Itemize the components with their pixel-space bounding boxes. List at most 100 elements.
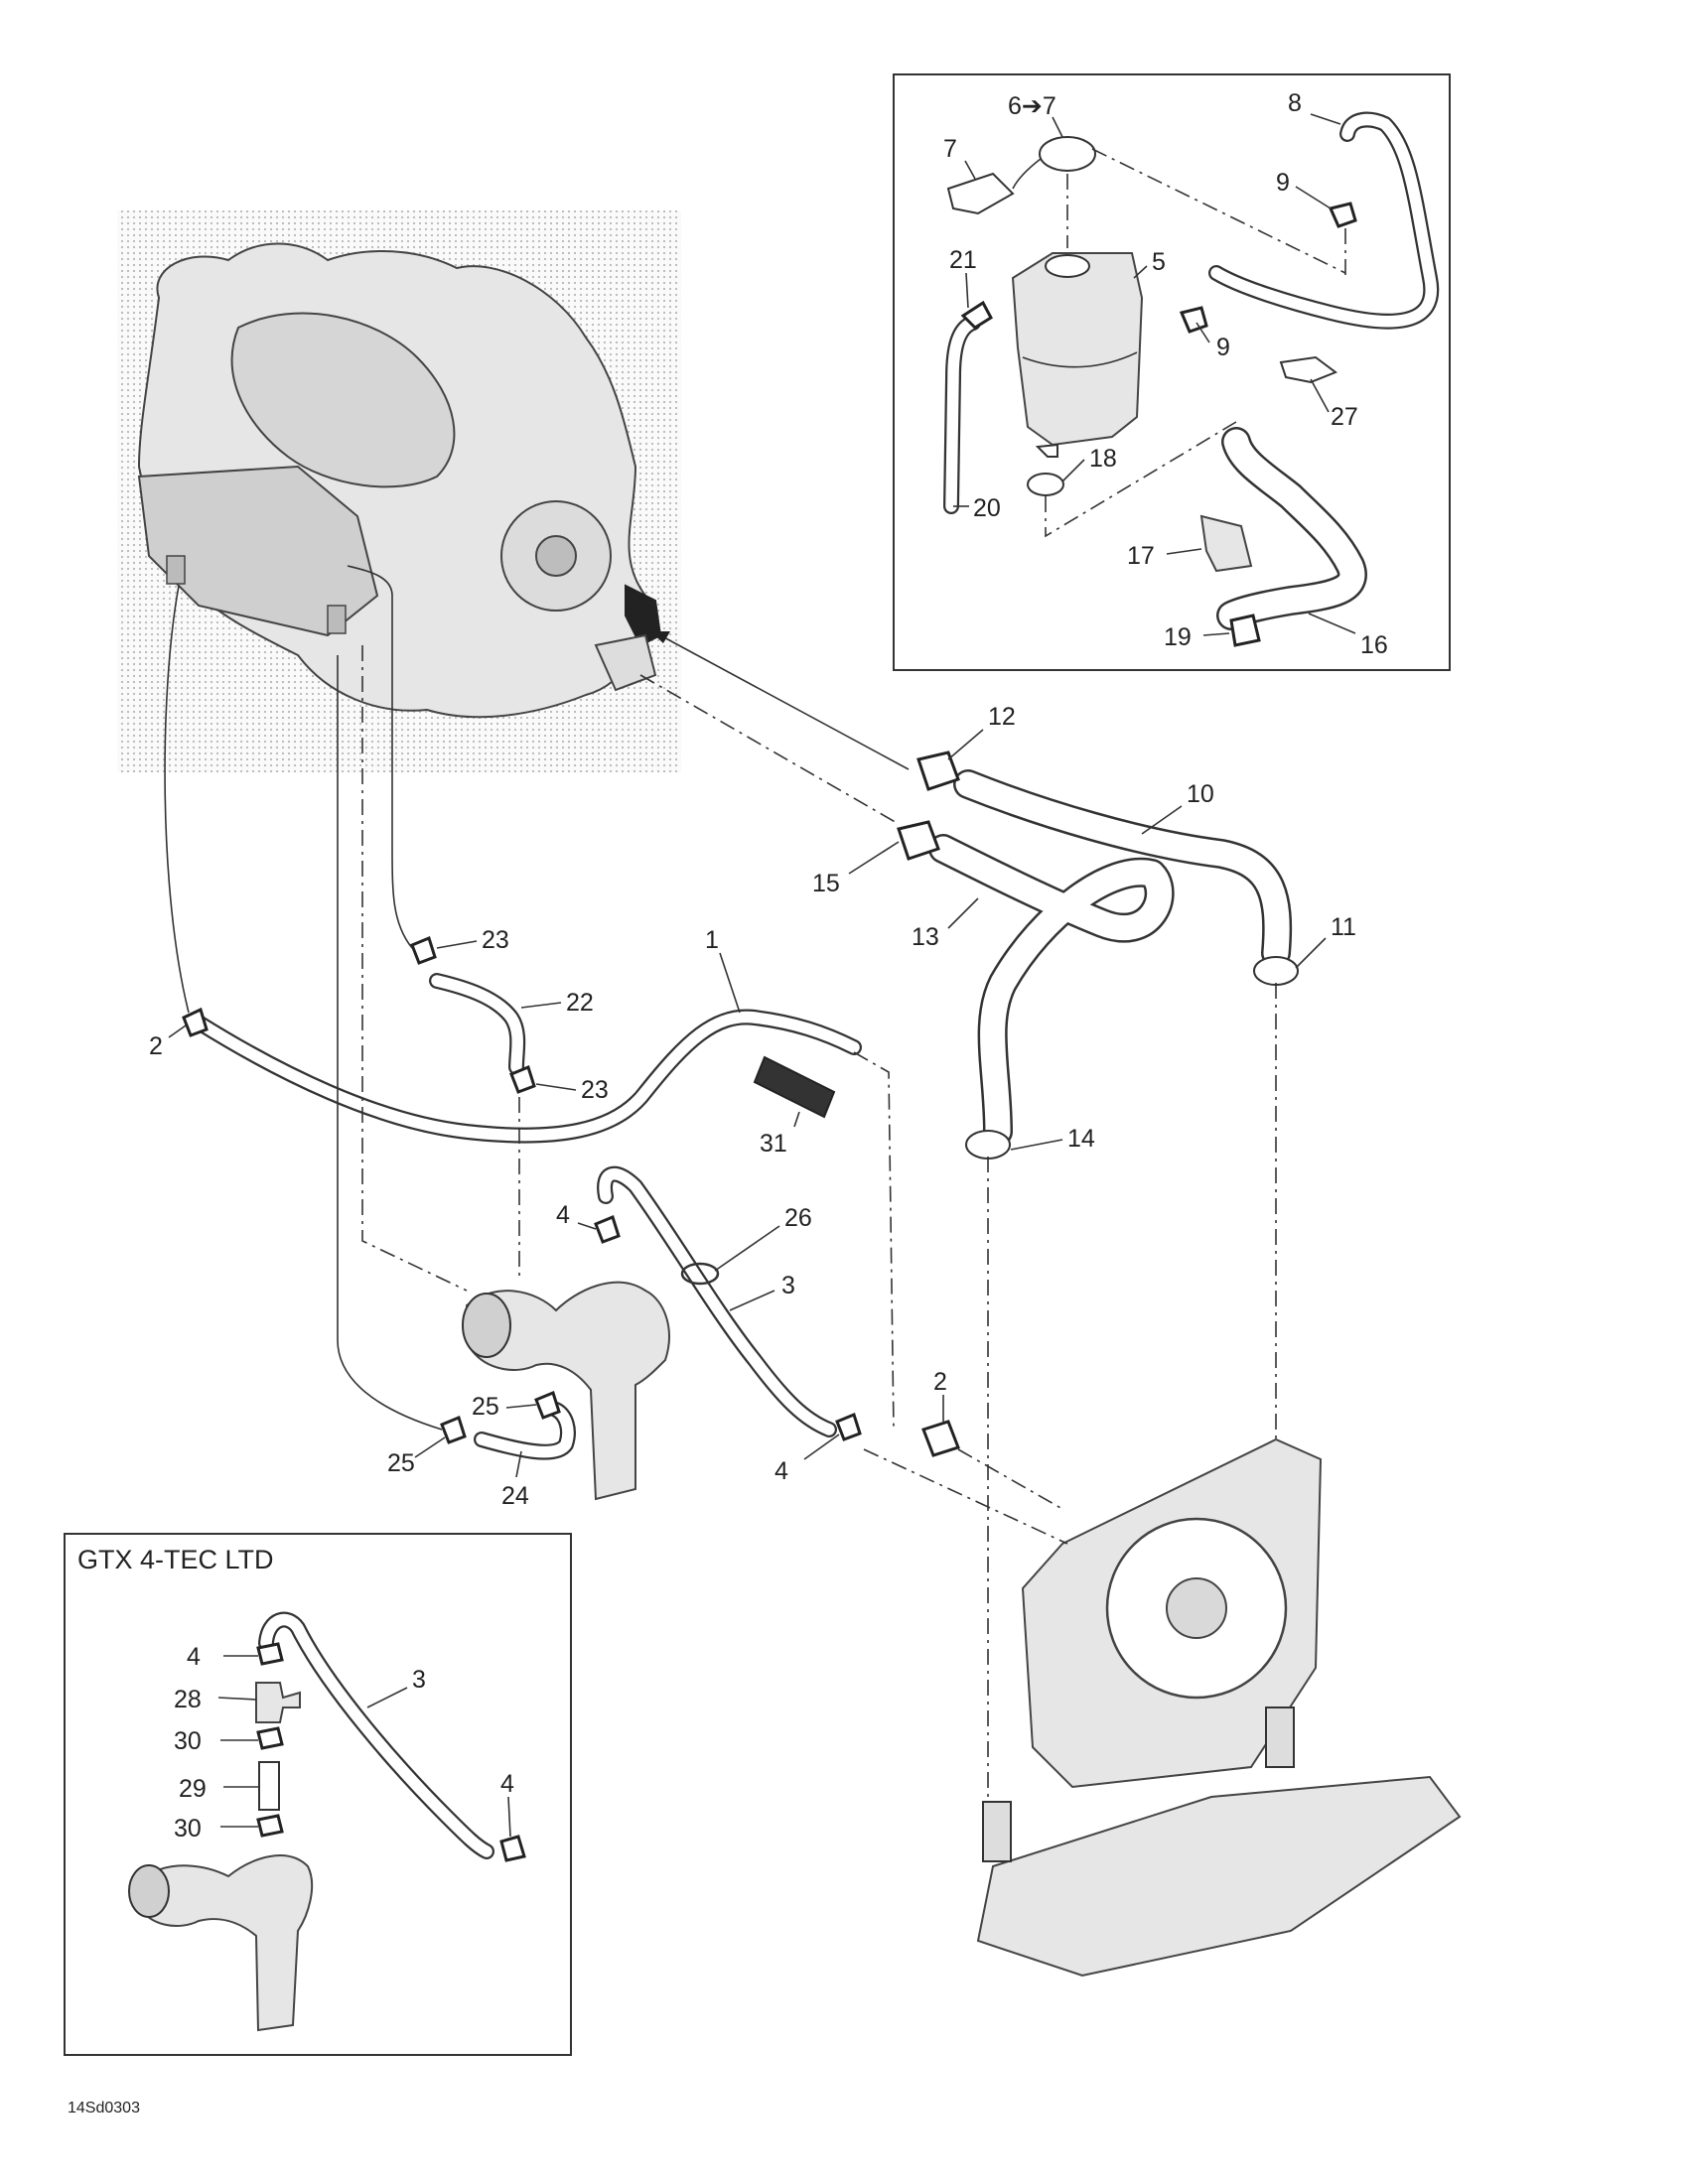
clamp-9-lower: [1179, 306, 1208, 334]
callout-24: 24: [501, 1482, 529, 1510]
clamp-23-lower: [509, 1064, 536, 1094]
reservoir-band: [1022, 351, 1138, 368]
leader-17: [1166, 548, 1202, 555]
arrow-engine-to-hose2: [164, 585, 190, 1014]
fitting-left: [982, 1801, 1012, 1862]
hose-13-inner: [930, 836, 1173, 1145]
engine-assembly: [117, 210, 681, 772]
pump-impeller-hub: [1166, 1577, 1227, 1639]
inset-hose-3-inner: [260, 1613, 492, 1857]
callout-22: 22: [566, 989, 594, 1017]
hose-16-reservoir-inner: [1218, 429, 1365, 628]
leader-4-b: [803, 1433, 840, 1460]
engine-fitting-mid: [327, 605, 347, 634]
inset-callout-30-lower: 30: [174, 1815, 202, 1843]
leader-7: [964, 160, 976, 180]
leader-25-b: [414, 1436, 446, 1458]
clamp-4-lower: [835, 1412, 862, 1441]
hose-1-inner: [193, 1011, 860, 1142]
cap-tether: [1012, 158, 1042, 190]
clamp-2-lower: [921, 1420, 960, 1457]
callout-25-upper: 25: [472, 1393, 499, 1421]
clamp-21: [960, 300, 993, 330]
inset-callout-30-upper: 30: [174, 1727, 202, 1755]
hose-22-inner: [431, 975, 523, 1073]
arrowhead-engine-outlet: [650, 631, 670, 643]
callout-31: 31: [760, 1130, 787, 1158]
clamp-15: [897, 820, 940, 861]
inset-callout-4-lower: 4: [500, 1770, 514, 1798]
leader-15: [848, 841, 900, 875]
guide-engine-elbow: [361, 645, 468, 1292]
inset-guide-outlet: [1045, 421, 1237, 538]
drawing-reference-code: 14Sd0303: [68, 2100, 140, 2116]
leader-2-a: [168, 1024, 187, 1038]
leader-9-a: [1295, 186, 1332, 209]
engine-outlet-pipe: [594, 633, 657, 692]
clamp-23-upper: [410, 935, 437, 965]
hose-10-inner: [955, 771, 1290, 966]
inset-exhaust-flange: [128, 1864, 170, 1918]
guide-pump-fitting: [863, 1448, 1068, 1545]
reservoir-filler-neck: [1045, 254, 1090, 278]
callout-2-lower: 2: [933, 1368, 947, 1396]
callout-12: 12: [988, 703, 1016, 731]
inset-fitting-28: [255, 1682, 301, 1723]
callout-13: 13: [912, 923, 939, 951]
callout-3: 3: [781, 1272, 795, 1299]
clamp-11: [1253, 956, 1299, 986]
callout-11: 11: [1331, 913, 1356, 941]
leader-1: [719, 952, 741, 1014]
arrow-engine-to-hose23: [347, 565, 413, 949]
clamp-14: [965, 1130, 1011, 1160]
callout-14: 14: [1067, 1125, 1095, 1153]
leader-21: [965, 272, 969, 309]
inset-clamp-4-lower: [499, 1835, 526, 1862]
callout-9-upper: 9: [1276, 169, 1290, 197]
fitting-right: [1265, 1706, 1295, 1768]
ride-plate: [976, 1775, 1462, 1978]
intake-manifold: [137, 465, 379, 637]
leader-3: [729, 1290, 775, 1311]
callout-7: 7: [943, 135, 957, 163]
callout-15: 15: [812, 870, 840, 897]
exhaust-elbow-flange: [462, 1293, 511, 1358]
clamp-18: [1027, 473, 1064, 496]
callout-9-lower: 9: [1216, 334, 1230, 361]
leader-13: [947, 897, 979, 929]
callout-4-upper: 4: [556, 1201, 570, 1229]
clamp-4-upper: [594, 1214, 621, 1244]
clip-27: [1279, 355, 1338, 384]
leader-12: [947, 729, 984, 760]
callout-6-7: 6➔7: [1008, 92, 1056, 120]
leader-10: [1141, 805, 1183, 835]
hose-8-vent-inner: [1210, 113, 1437, 328]
callout-5: 5: [1152, 248, 1166, 276]
inset-callout-28: 28: [174, 1686, 202, 1713]
clamp-19: [1229, 614, 1261, 647]
cap-gasket: [946, 172, 1015, 215]
engine-outlet-fitting: [625, 584, 662, 647]
leader-inset-4-b: [507, 1796, 511, 1838]
exhaust-elbow: [462, 1281, 670, 1501]
leader-23-a: [436, 940, 478, 949]
leader-22: [520, 1002, 562, 1009]
callout-20: 20: [973, 494, 1001, 522]
callout-27: 27: [1331, 403, 1358, 431]
leader-31: [793, 1111, 800, 1128]
callout-23-lower: 23: [581, 1076, 609, 1104]
leader-18: [1061, 459, 1085, 482]
inset-callout-4-upper: 4: [187, 1643, 201, 1671]
leader-27: [1310, 378, 1330, 413]
clamp-25-lower: [440, 1415, 467, 1444]
gtx-inset-frame: [64, 1533, 572, 2056]
callout-26: 26: [784, 1204, 812, 1232]
leader-14: [1010, 1139, 1063, 1151]
callout-18: 18: [1089, 445, 1117, 473]
main-clamps: [182, 751, 1299, 1457]
clamp-2-upper: [182, 1007, 209, 1037]
inset-clamp-30-upper: [256, 1726, 284, 1750]
guide-clamp2-pump: [957, 1448, 1063, 1510]
leader-6-7: [1052, 116, 1063, 138]
leader-11: [1295, 937, 1327, 969]
